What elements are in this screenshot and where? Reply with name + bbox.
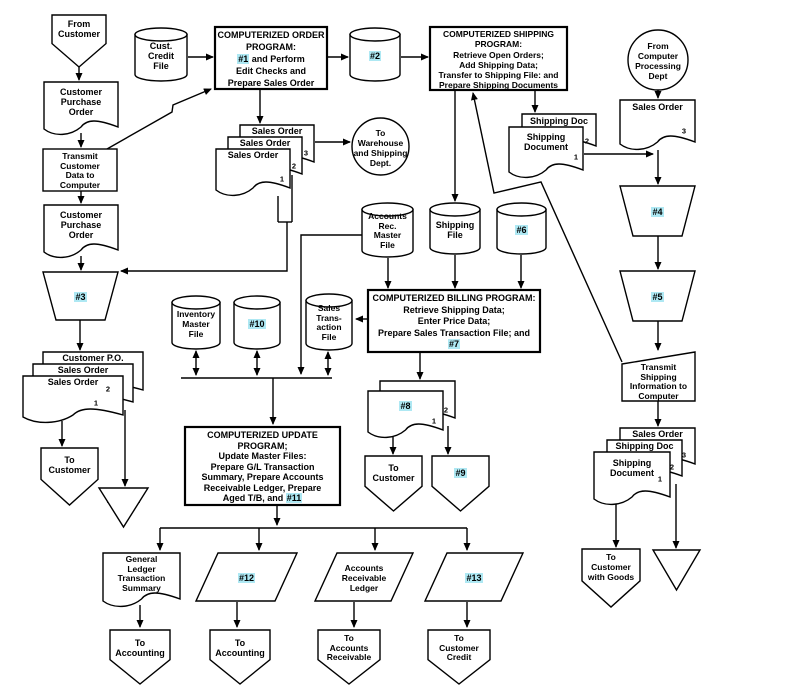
shipping-program: [428, 25, 569, 92]
to-customer-left: [40, 447, 99, 506]
inventory-master-file: [171, 295, 221, 350]
to-customer-credit: [427, 629, 491, 685]
accounts-receivable-ledger: [313, 552, 415, 602]
report-13: [423, 552, 525, 602]
sales-order-copy3-right: [619, 99, 696, 151]
connector: [471, 92, 623, 363]
connector: [106, 88, 212, 150]
file-symbol-right: [651, 549, 702, 592]
sales-order-copy1-mid: [215, 148, 291, 197]
manual-op-4: [619, 185, 696, 237]
update-program: [183, 425, 342, 507]
disk-2: [349, 27, 401, 82]
manual-op-5: [619, 270, 696, 322]
manual-op-3: [42, 271, 119, 321]
sales-order-copy1-left: [22, 375, 124, 424]
cust-credit-file: [134, 27, 188, 82]
gl-transaction-summary: [102, 552, 181, 608]
customer-purchase-order-2: [43, 204, 119, 259]
to-accounts-receivable: [317, 629, 381, 685]
to-customer-mid: [364, 455, 423, 512]
billing-program: [366, 288, 542, 354]
from-customer: [51, 14, 107, 68]
to-customer-with-goods: [581, 548, 641, 608]
doc-8-copy1: [367, 390, 444, 439]
file-symbol-left: [97, 487, 150, 529]
sales-transaction-file: [305, 293, 353, 351]
shipping-file: [429, 202, 481, 255]
report-12: [194, 552, 299, 602]
shipping-doc-copy1-br: [593, 451, 671, 506]
transmit-customer-data: [42, 148, 118, 192]
accounts-rec-master-file: [361, 202, 414, 258]
from-computer-processing-dept: [627, 29, 689, 91]
disk-10: [233, 295, 281, 350]
disk-6: [496, 202, 547, 255]
transmit-shipping-info: [621, 351, 696, 402]
to-accounting-2: [209, 629, 271, 685]
customer-purchase-order-1: [43, 81, 119, 136]
to-warehouse-shipping: [351, 117, 410, 176]
connector: [297, 234, 362, 375]
connector: [120, 222, 288, 275]
order-program: [213, 25, 329, 91]
to-accounting-1: [109, 629, 171, 685]
shipping-doc-copy1: [508, 126, 584, 179]
offpage-9: [431, 455, 490, 512]
